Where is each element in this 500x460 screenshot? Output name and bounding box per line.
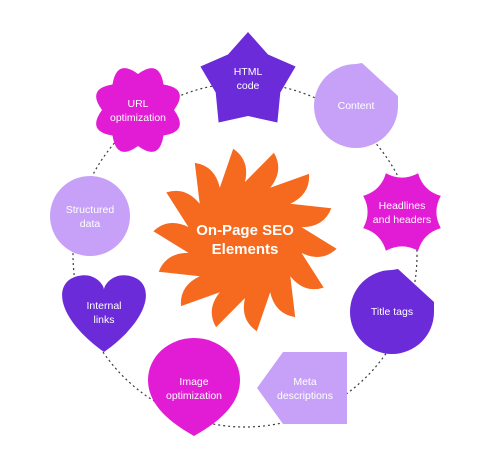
node-internal-links: Internal links <box>62 275 146 352</box>
node-title-tags-shape <box>350 269 434 354</box>
node-internal-links-label-line2: links <box>93 314 114 326</box>
node-title-tags-label-line1: Title tags <box>371 306 413 318</box>
node-structured-data-label-line1: Structured <box>66 204 115 216</box>
node-meta-descriptions-label-line1: Meta <box>293 376 317 388</box>
node-meta-descriptions: Meta descriptions <box>257 352 347 424</box>
node-html-code: HTML code <box>200 32 296 123</box>
node-structured-data-label-line2: data <box>80 218 101 230</box>
node-structured-data: Structured data <box>50 176 130 256</box>
node-html-code-label-line2: code <box>237 80 260 92</box>
node-image-optimization-shape <box>148 338 240 436</box>
node-headlines-headers: Headlines and headers <box>363 173 441 251</box>
node-url-optimization-label-line1: URL <box>127 98 148 110</box>
swirl-shape <box>153 148 337 332</box>
node-internal-links-shape <box>62 275 146 352</box>
node-title-tags: Title tags <box>350 269 434 354</box>
node-html-code-label-line1: HTML <box>234 66 263 78</box>
node-url-optimization: URL optimization <box>96 68 180 152</box>
node-html-code-shape <box>200 32 296 123</box>
node-meta-descriptions-label-line2: descriptions <box>277 390 333 402</box>
node-headlines-headers-label-line1: Headlines <box>379 200 426 212</box>
node-content: Content <box>314 63 398 148</box>
node-headlines-headers-shape <box>363 173 441 251</box>
node-image-optimization-label-line2: optimization <box>166 390 222 402</box>
node-structured-data-shape <box>50 176 130 256</box>
node-content-shape <box>314 63 398 148</box>
center-title-line2: Elements <box>212 241 279 258</box>
node-image-optimization: Image optimization <box>148 338 240 436</box>
node-content-label-line1: Content <box>338 100 375 112</box>
node-headlines-headers-label-line2: and headers <box>373 214 431 226</box>
node-internal-links-label-line1: Internal <box>86 300 121 312</box>
center-swirl: On-Page SEO Elements <box>153 148 337 332</box>
node-url-optimization-label-line2: optimization <box>110 112 166 124</box>
node-image-optimization-label-line1: Image <box>179 376 208 388</box>
center-title-line1: On-Page SEO <box>196 222 294 239</box>
node-url-optimization-shape <box>96 68 180 152</box>
node-meta-descriptions-shape <box>257 352 347 424</box>
